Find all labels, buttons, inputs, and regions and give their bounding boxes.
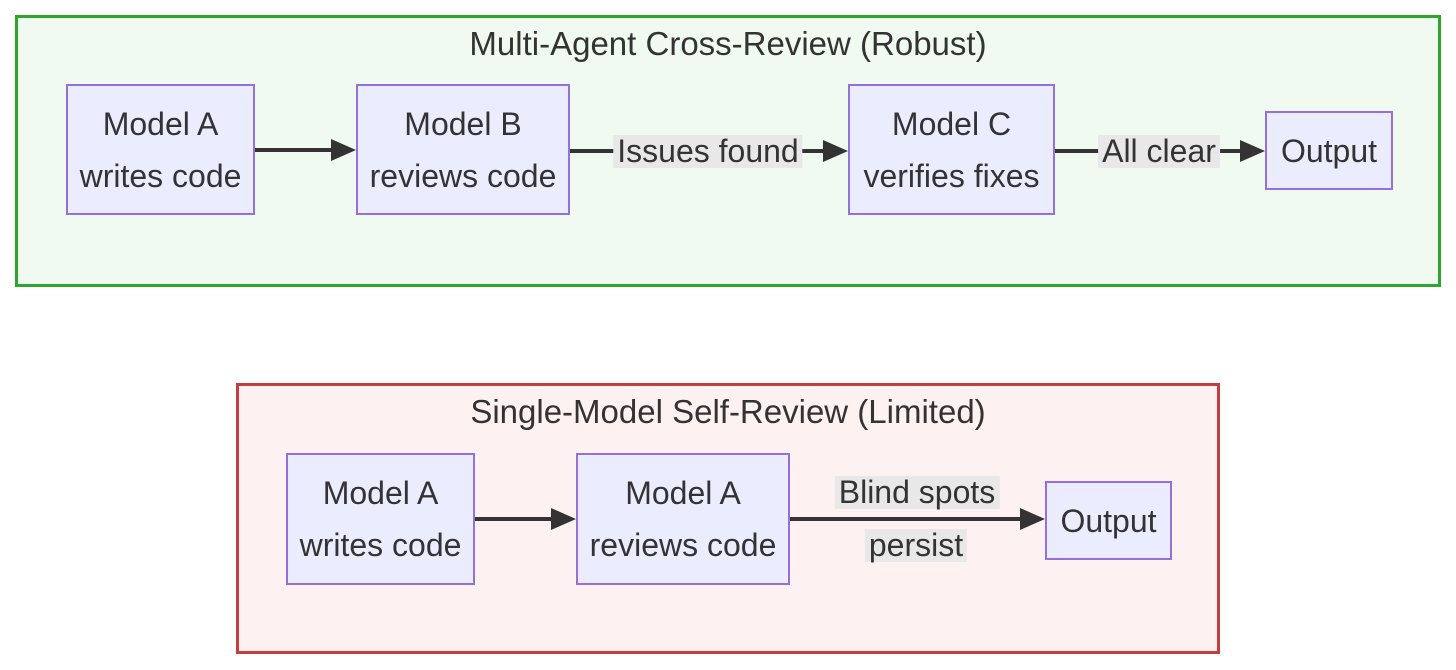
node-robust-output: Output [1265, 111, 1393, 190]
node-label-line: writes code [299, 527, 462, 563]
node-robust-model-a-writes-code: Model A writes code [66, 84, 255, 215]
node-label-line: Model B [404, 105, 522, 142]
edge-limited-writer-to-reviewer [475, 517, 556, 521]
arrowhead-icon [331, 139, 356, 161]
edge-robust-writer-to-reviewer [255, 148, 335, 152]
edge-limited-reviewer-to-output [790, 517, 1023, 521]
subgraph-limited-title: Single-Model Self-Review (Limited) [470, 393, 986, 430]
arrowhead-icon [1020, 508, 1045, 530]
node-limited-model-a-writes-code: Model A writes code [286, 453, 475, 585]
node-label-line: verifies fixes [863, 157, 1040, 194]
node-label-line: Output [1280, 132, 1378, 169]
node-robust-model-c-verifies-fixes: Model C verifies fixes [848, 84, 1055, 215]
arrowhead-icon [551, 508, 576, 530]
edge-label-blind-spots: Blind spots [834, 476, 1000, 509]
node-label-line: Model A [625, 475, 741, 511]
node-label-line: Output [1060, 502, 1157, 539]
node-label-line: Model A [322, 475, 439, 511]
node-robust-model-b-reviews-code: Model B reviews code [356, 84, 570, 215]
edge-label-all-clear: All clear [1098, 135, 1220, 168]
arrowhead-icon [823, 140, 848, 162]
node-label-line: reviews code [589, 527, 777, 563]
node-limited-model-a-reviews-code: Model A reviews code [576, 453, 790, 585]
node-label-line: reviews code [369, 157, 557, 194]
node-label-line: Model C [891, 105, 1012, 142]
node-limited-output: Output [1045, 481, 1172, 560]
edge-label-issues-found: Issues found [613, 135, 803, 168]
subgraph-robust-title: Multi-Agent Cross-Review (Robust) [469, 25, 987, 62]
arrowhead-icon [1240, 140, 1265, 162]
edge-label-persist: persist [864, 529, 968, 562]
node-label-line: writes code [79, 157, 242, 194]
node-label-line: Model A [102, 105, 219, 142]
